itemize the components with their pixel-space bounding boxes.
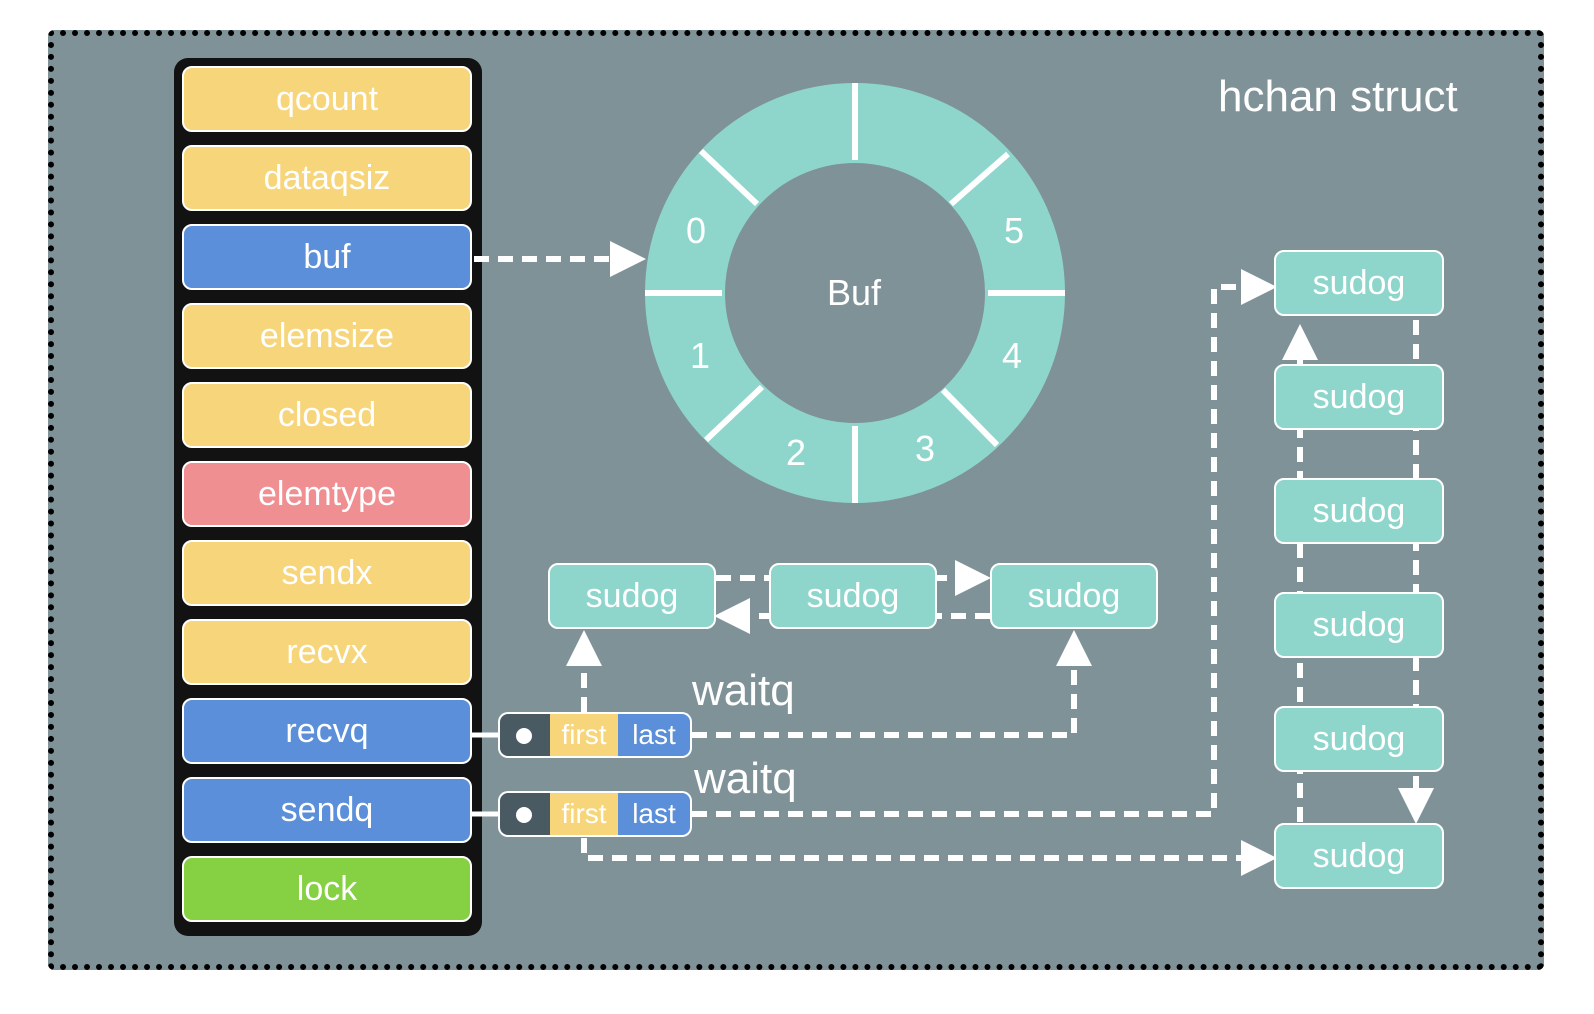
buf-slot-3: 3 xyxy=(915,428,935,469)
field-sendx: sendx xyxy=(182,540,472,606)
buf-slot-5: 5 xyxy=(1004,210,1024,251)
buf-slot-1: 1 xyxy=(690,335,710,376)
sendq-waitq: first last xyxy=(498,791,692,837)
ring-divider xyxy=(698,148,760,207)
buf-slot-0: 0 xyxy=(686,210,706,251)
field-dataqsiz: dataqsiz xyxy=(182,145,472,211)
sendq-first-arrow xyxy=(581,838,1277,876)
sendq-pointer-knob xyxy=(498,791,550,837)
ring-buffer: Buf 0 1 2 3 4 5 xyxy=(645,83,1065,503)
recv-sudog-3: sudog xyxy=(990,563,1158,629)
buf-slot-2: 2 xyxy=(786,432,806,473)
field-closed: closed xyxy=(182,382,472,448)
send-sudog-2: sudog xyxy=(1274,364,1444,430)
ring-divider xyxy=(949,151,1010,207)
recvq-last-arrow xyxy=(692,630,1092,738)
hchan-title: hchan struct xyxy=(1218,72,1458,121)
send-sudog-6: sudog xyxy=(1274,823,1444,889)
field-elemsize: elemsize xyxy=(182,303,472,369)
recvq-pointer-knob xyxy=(498,712,550,758)
field-buf: buf xyxy=(182,224,472,290)
field-elemtype: elemtype xyxy=(182,461,472,527)
ring-divider xyxy=(703,384,765,443)
send-sudog-1: sudog xyxy=(1274,250,1444,316)
field-sendq: sendq xyxy=(182,777,472,843)
send-sudog-5: sudog xyxy=(1274,706,1444,772)
field-recvq: recvq xyxy=(182,698,472,764)
sendq-waitq-label: waitq xyxy=(694,754,797,803)
recvq-waitq-label: waitq xyxy=(692,666,795,715)
sendq-first: first xyxy=(550,791,618,837)
field-qcount: qcount xyxy=(182,66,472,132)
field-recvx: recvx xyxy=(182,619,472,685)
ring-divider xyxy=(940,387,1000,448)
recvq-last: last xyxy=(618,712,692,758)
recvq-waitq: first last xyxy=(498,712,692,758)
hchan-field-list: qcount dataqsiz buf elemsize closed elem… xyxy=(174,58,482,936)
recv-sudog-2: sudog xyxy=(769,563,937,629)
buf-center-label: Buf xyxy=(827,272,882,313)
recv-sudog-1: sudog xyxy=(548,563,716,629)
send-sudog-3: sudog xyxy=(1274,478,1444,544)
field-lock: lock xyxy=(182,856,472,922)
send-sudog-4: sudog xyxy=(1274,592,1444,658)
buf-slot-4: 4 xyxy=(1002,335,1022,376)
recvq-first: first xyxy=(550,712,618,758)
sendq-last: last xyxy=(618,791,692,837)
